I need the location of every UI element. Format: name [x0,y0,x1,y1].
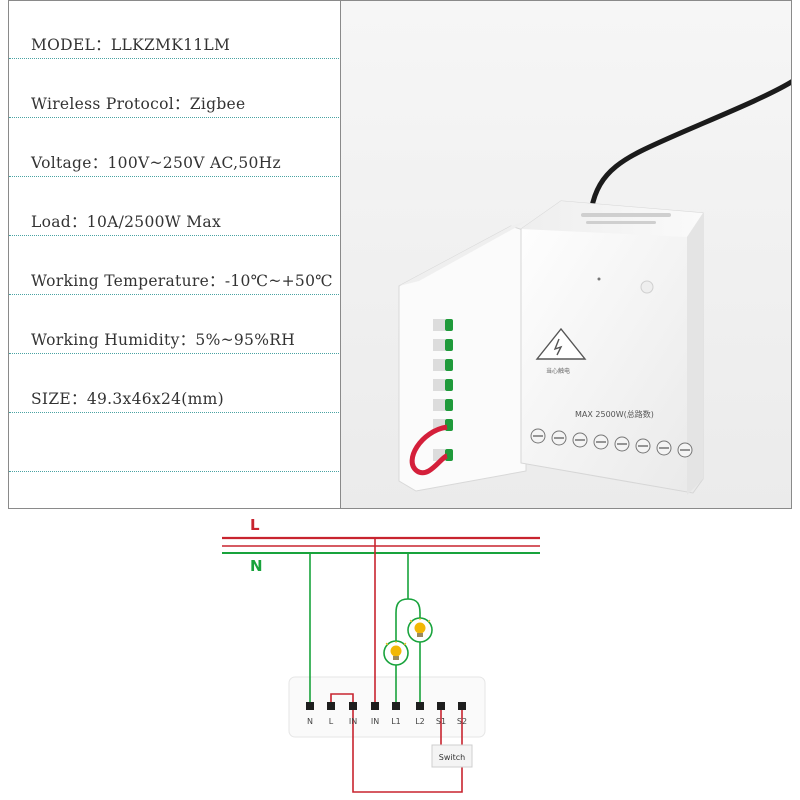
terminal-screws [530,428,693,458]
status-led [640,280,654,294]
module-front-view: 当心触电 MAX 2500W(总路数) [520,200,704,495]
spec-row: MODEL：LLKZMK11LM [9,0,341,59]
in-loop-wire [330,693,463,793]
terminal-label: IN [371,717,379,726]
spec-size: SIZE：49.3x46x24(mm) [31,390,224,408]
spec-row: Wireless Protocol：Zigbee [9,59,341,118]
spec-row: Load：10A/2500W Max [9,177,341,236]
warning-label: 当心触电 [546,367,570,375]
terminal-label: L [329,717,334,726]
terminal-label: S1 [436,717,446,726]
product-photo: 当心触电 MAX 2500W(总路数) [340,0,792,509]
spec-row: Working Temperature：-10℃~+50℃ [9,236,341,295]
neutral-label: N [250,557,263,575]
switch-box [431,744,473,768]
terminal-label: S2 [457,717,467,726]
cable [586,79,791,242]
spec-temperature: Working Temperature：-10℃~+50℃ [31,272,333,290]
terminal-label: L2 [415,717,425,726]
terminal-blocks [306,702,466,710]
module-body [288,676,486,738]
spec-load: Load：10A/2500W Max [31,213,221,231]
lamp-icon [383,640,409,666]
spec-panel: MODEL：LLKZMK11LM Wireless Protocol：Zigbe… [8,0,341,509]
module-side-view [398,219,531,492]
relay-module-illustration: 当心触电 MAX 2500W(总路数) [341,1,791,508]
warning-triangle-icon [535,327,587,360]
device-rating-label: MAX 2500W(总路数) [575,409,654,419]
spec-row: Working Humidity：5%~95%RH [9,295,341,354]
terminal-label: N [307,717,313,726]
spec-protocol: Wireless Protocol：Zigbee [31,95,246,113]
live-label: L [250,516,260,534]
spec-humidity: Working Humidity：5%~95%RH [31,331,296,349]
spec-row [9,413,341,472]
spec-voltage: Voltage：100V~250V AC,50Hz [31,154,281,172]
switch-label: Switch [439,753,465,762]
lamp-icon [407,617,433,643]
terminal-label: L1 [391,717,401,726]
terminal-label: IN [349,717,357,726]
spec-row: Voltage：100V~250V AC,50Hz [9,118,341,177]
wiring-diagram-svg: L N [222,516,540,793]
spec-model: MODEL：LLKZMK11LM [31,36,231,54]
wiring-diagram: L N [0,509,800,800]
spec-row: SIZE：49.3x46x24(mm) [9,354,341,413]
